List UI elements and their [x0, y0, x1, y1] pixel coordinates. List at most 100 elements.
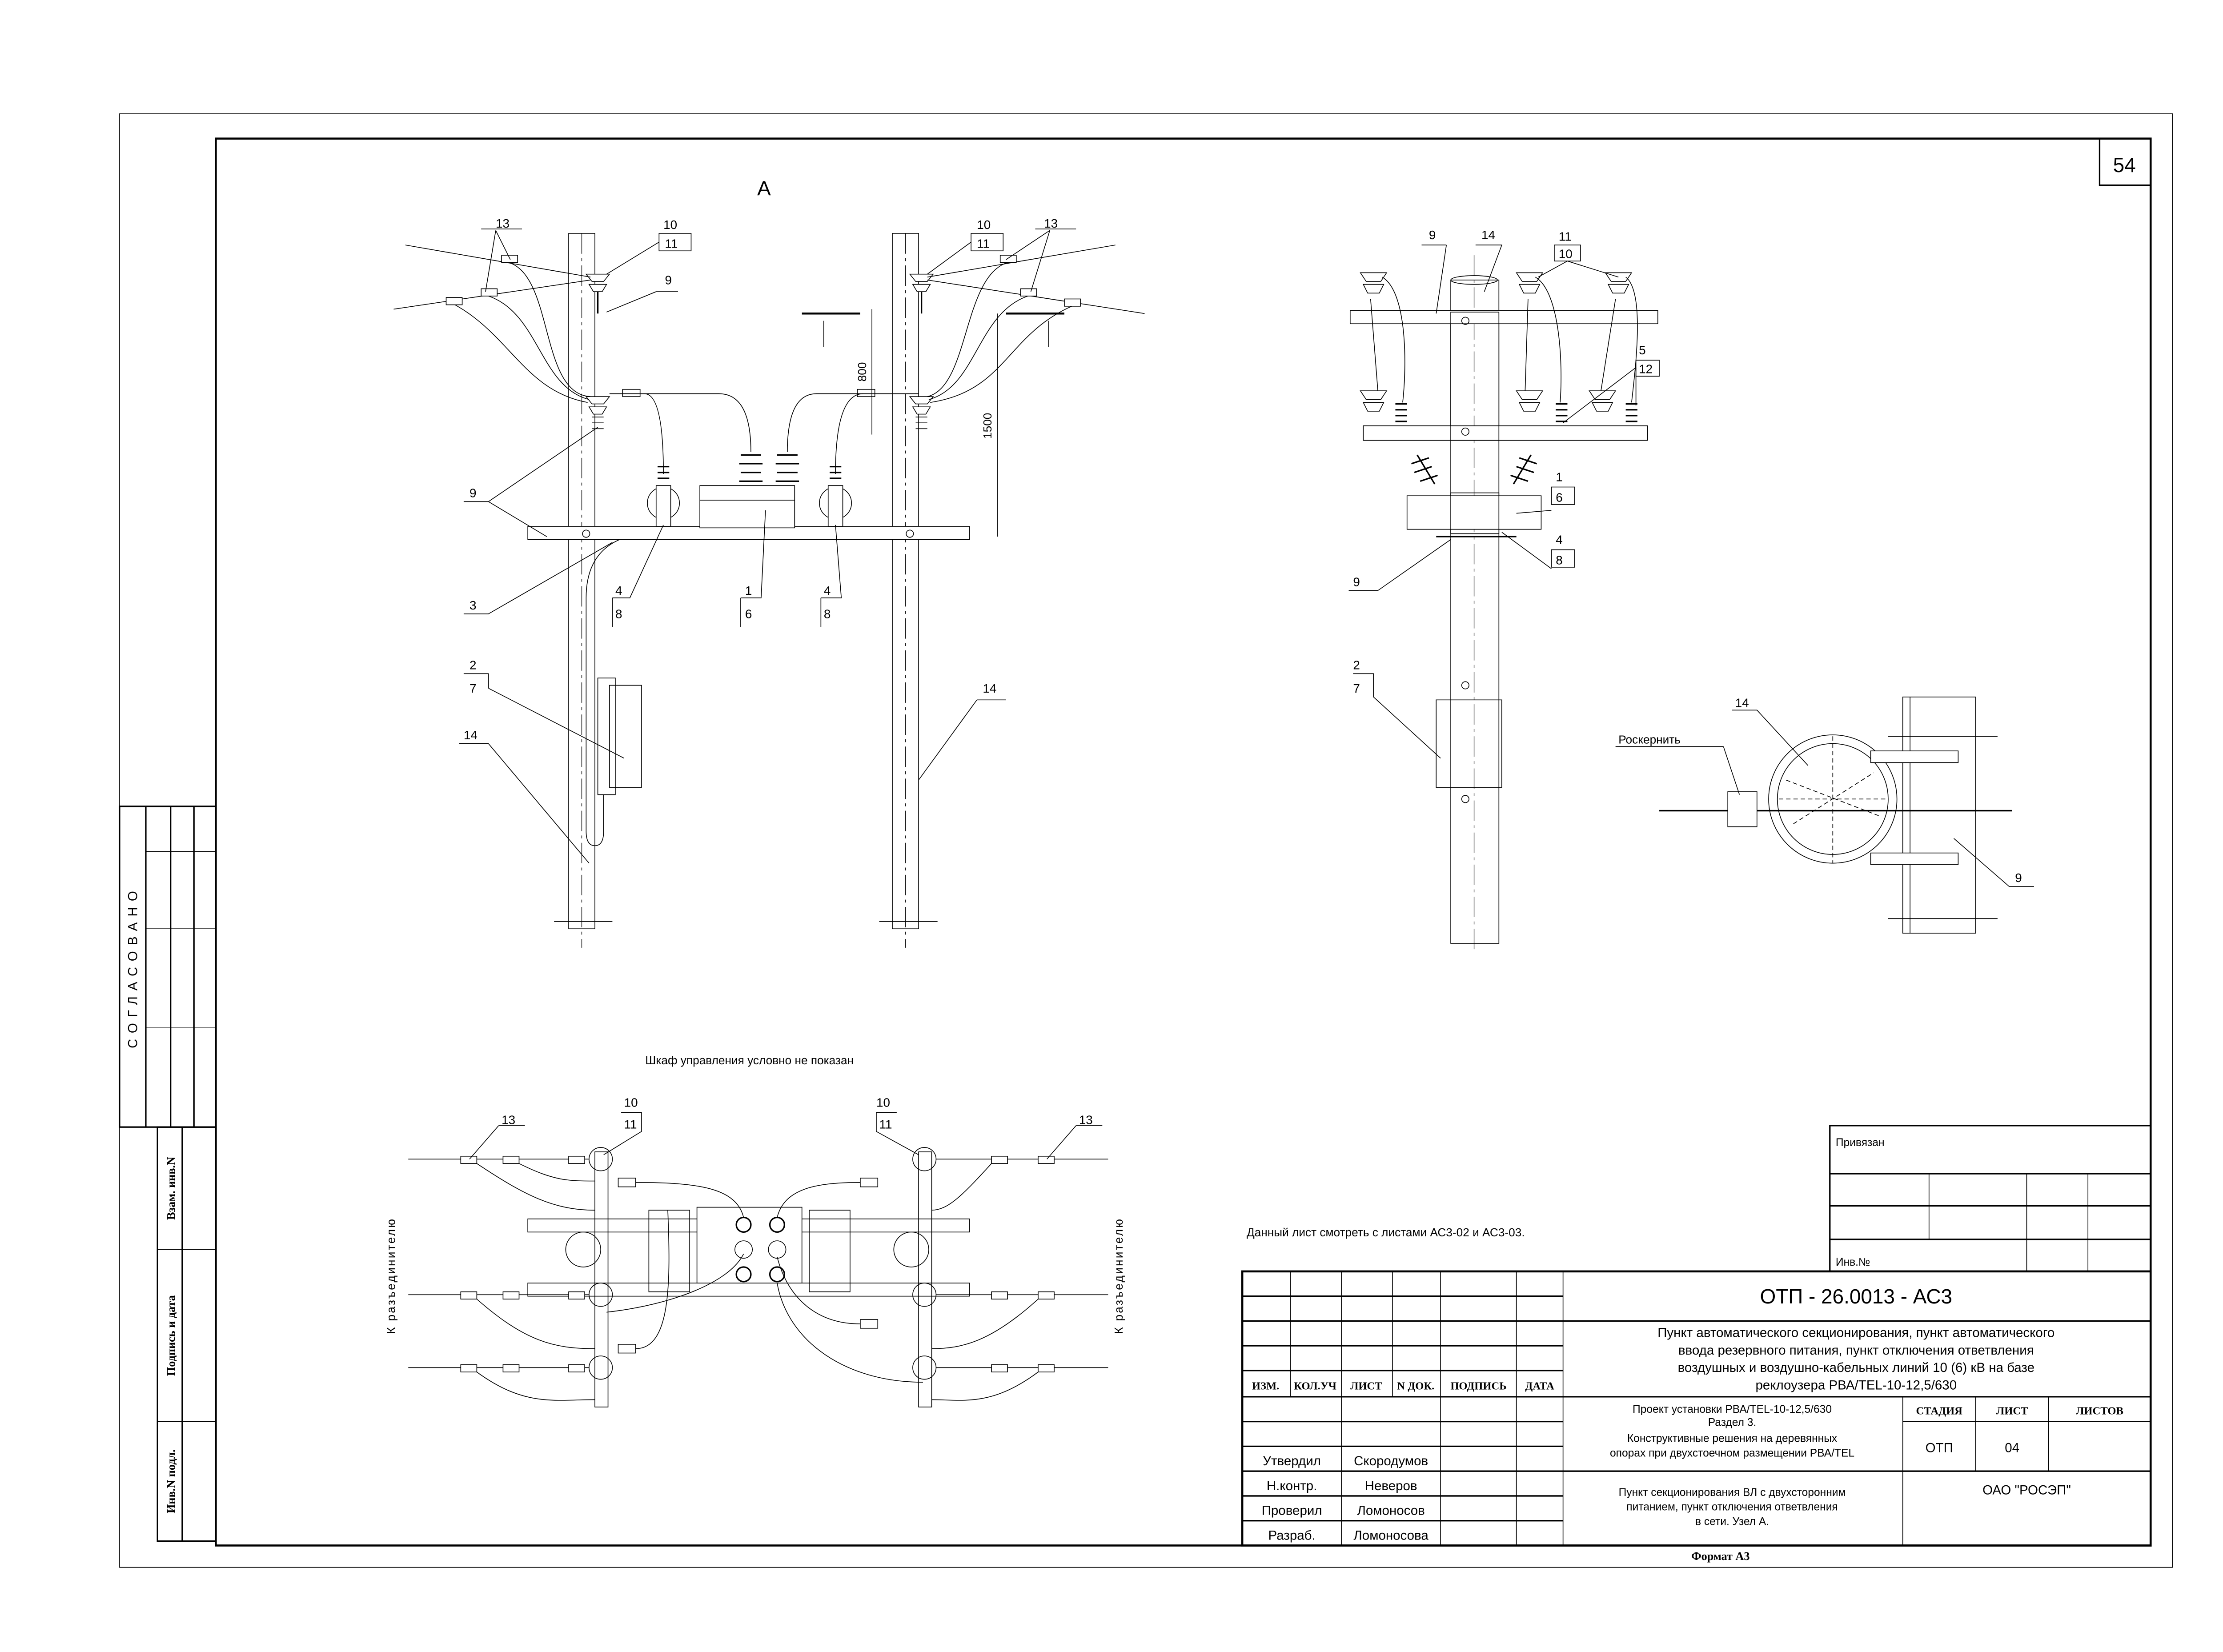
callout-9-crossarm: 9 — [469, 486, 477, 500]
insulator-icon — [1360, 272, 1633, 412]
side-callout-14: 14 — [1481, 228, 1495, 242]
header-podpis: ПОДПИСЬ — [1450, 1380, 1506, 1392]
role-developed: Разраб. — [1268, 1528, 1316, 1543]
dim-1500-text: 1500 — [981, 413, 994, 439]
crossarm — [527, 526, 970, 540]
sign-date-label: Подпись и дата — [165, 1295, 178, 1376]
center-punch-note: Роскернить — [1618, 733, 1681, 746]
sheet-title-line: питанием, пункт отключения ответвления — [1626, 1501, 1838, 1513]
side-callout-9: 9 — [1429, 228, 1436, 242]
side-callout-8: 8 — [1556, 553, 1563, 567]
stage-value: ОТП — [1926, 1441, 1953, 1456]
side-callout-1: 1 — [1556, 470, 1563, 484]
inv-podl-label: Инв.N подл. — [165, 1449, 178, 1513]
page-number-box: 54 — [2099, 138, 2151, 186]
plan-callout-11-right: 11 — [879, 1117, 892, 1131]
agreed-label: СОГЛАСОВАНО — [125, 885, 140, 1048]
side-callout-12: 12 — [1639, 362, 1653, 376]
bushing-icon — [739, 454, 763, 482]
surge-arrester-icon — [1395, 403, 1637, 422]
callout-4-right: 4 — [824, 584, 831, 597]
header-n-dok: N ДОК. — [1397, 1380, 1434, 1392]
header-kol-uch: КОЛ.УЧ — [1294, 1380, 1336, 1392]
side-view: 9 14 11 10 5 12 1 6 4 8 9 2 7 — [1348, 228, 1660, 951]
upper-crossarm — [1349, 310, 1658, 325]
project-line: Конструктивные решения на деревянных — [1627, 1433, 1838, 1445]
callout-4-left: 4 — [615, 584, 622, 597]
callout-8-left: 8 — [615, 607, 622, 621]
sheet-value: 04 — [2005, 1441, 2019, 1456]
side-callout-7: 7 — [1353, 682, 1360, 695]
side-callout-4: 4 — [1556, 533, 1563, 546]
callout-14-right: 14 — [983, 682, 996, 695]
callout-10-right: 10 — [977, 218, 991, 232]
callout-13-right: 13 — [1044, 217, 1058, 230]
callout-1: 1 — [745, 584, 752, 597]
sheet-header: ЛИСТ — [1996, 1405, 2028, 1417]
callout-13: 13 — [496, 217, 510, 230]
stage-header: СТАДИЯ — [1916, 1405, 1962, 1417]
front-view: 800 1500 13 10 11 9 9 3 4 8 1 6 4 8 2 7 … — [393, 217, 1145, 948]
project-line: Проект установки РВА/TEL-10-12,5/630 — [1633, 1403, 1832, 1415]
plan-callout-10-right: 10 — [876, 1095, 890, 1109]
insulator-icon — [585, 396, 610, 429]
callout-3: 3 — [469, 598, 477, 612]
description: Пункт автоматического секционирования, п… — [1657, 1325, 2054, 1392]
recloser-side — [1406, 495, 1542, 530]
insulator-icon — [585, 273, 610, 314]
document-code: ОТП - 26.0013 - АС3 — [1760, 1285, 1952, 1308]
project-info: Проект установки РВА/TEL-10-12,5/630 Раз… — [1610, 1403, 1854, 1459]
name-developed: Ломоносова — [1353, 1528, 1428, 1543]
company-name: ОАО "РОСЭП" — [1982, 1483, 2071, 1498]
plan-callout-13-left: 13 — [502, 1113, 515, 1127]
sheet-title: Пункт секционирования ВЛ с двухсторонним… — [1619, 1487, 1846, 1528]
inv-no-label: Инв.№ — [1836, 1256, 1870, 1268]
project-line: Раздел 3. — [1708, 1417, 1757, 1429]
sheet-note: Данный лист смотреть с листами АС3-02 и … — [1247, 1226, 1525, 1239]
dimension-800: 800 — [802, 309, 872, 435]
sheet-title-line: Пункт секционирования ВЛ с двухсторонним — [1619, 1487, 1846, 1499]
callout-2: 2 — [469, 658, 477, 672]
project-line: опорах при двухстоечном размещении РВА/T… — [1610, 1447, 1854, 1459]
callout-8-right: 8 — [824, 607, 831, 621]
detail-callout-14: 14 — [1735, 696, 1749, 710]
role-checked: Проверил — [1262, 1504, 1322, 1518]
side-callout-2: 2 — [1353, 658, 1360, 672]
detail-callout-9: 9 — [2015, 871, 2022, 885]
bushing-icon — [775, 454, 799, 482]
revision-headers: ИЗМ. КОЛ.УЧ ЛИСТ N ДОК. ПОДПИСЬ ДАТА — [1252, 1380, 1554, 1392]
callout-6: 6 — [745, 607, 752, 621]
plan-callout-11-left: 11 — [624, 1117, 637, 1131]
callout-10: 10 — [663, 218, 677, 232]
side-callout-10: 10 — [1559, 247, 1573, 261]
sheet-title-line: в сети. Узел А. — [1695, 1516, 1769, 1528]
to-disconnector-right: К разъединителю — [1112, 1218, 1125, 1334]
callout-9: 9 — [665, 273, 672, 287]
vzam-inv-label: Взам. инв.N — [165, 1157, 178, 1220]
cabinet-note: Шкаф управления условно не показан — [645, 1054, 854, 1067]
current-transformer-icon — [647, 465, 680, 527]
callout-11-right: 11 — [977, 237, 990, 251]
insulator-icon — [909, 396, 934, 429]
name-norm-control: Неверов — [1365, 1479, 1417, 1493]
view-label: А — [757, 177, 771, 200]
insulator-icon — [909, 273, 934, 314]
side-callout-11: 11 — [1559, 229, 1572, 243]
callout-14-left: 14 — [464, 728, 478, 742]
header-izm: ИЗМ. — [1252, 1380, 1279, 1392]
pole-side — [1450, 280, 1500, 944]
side-callout-5: 5 — [1639, 343, 1646, 357]
plan-callout-13-right: 13 — [1079, 1113, 1093, 1127]
name-approved: Скородумов — [1354, 1454, 1428, 1468]
dimension-1500: 1500 — [981, 312, 1065, 537]
lower-crossarm — [1363, 425, 1648, 441]
to-disconnector-left: К разъединителю — [385, 1218, 398, 1334]
binding-title: Привязан — [1836, 1137, 1885, 1149]
description-line: воздушных и воздушно-кабельных линий 10 … — [1678, 1360, 2034, 1375]
header-data: ДАТА — [1525, 1380, 1554, 1392]
control-cabinet-side — [1436, 699, 1502, 788]
control-cabinet — [609, 685, 642, 788]
title-block: ИЗМ. КОЛ.УЧ ЛИСТ N ДОК. ПОДПИСЬ ДАТА Утв… — [1241, 1270, 2152, 1547]
role-approved: Утвердил — [1263, 1454, 1321, 1468]
